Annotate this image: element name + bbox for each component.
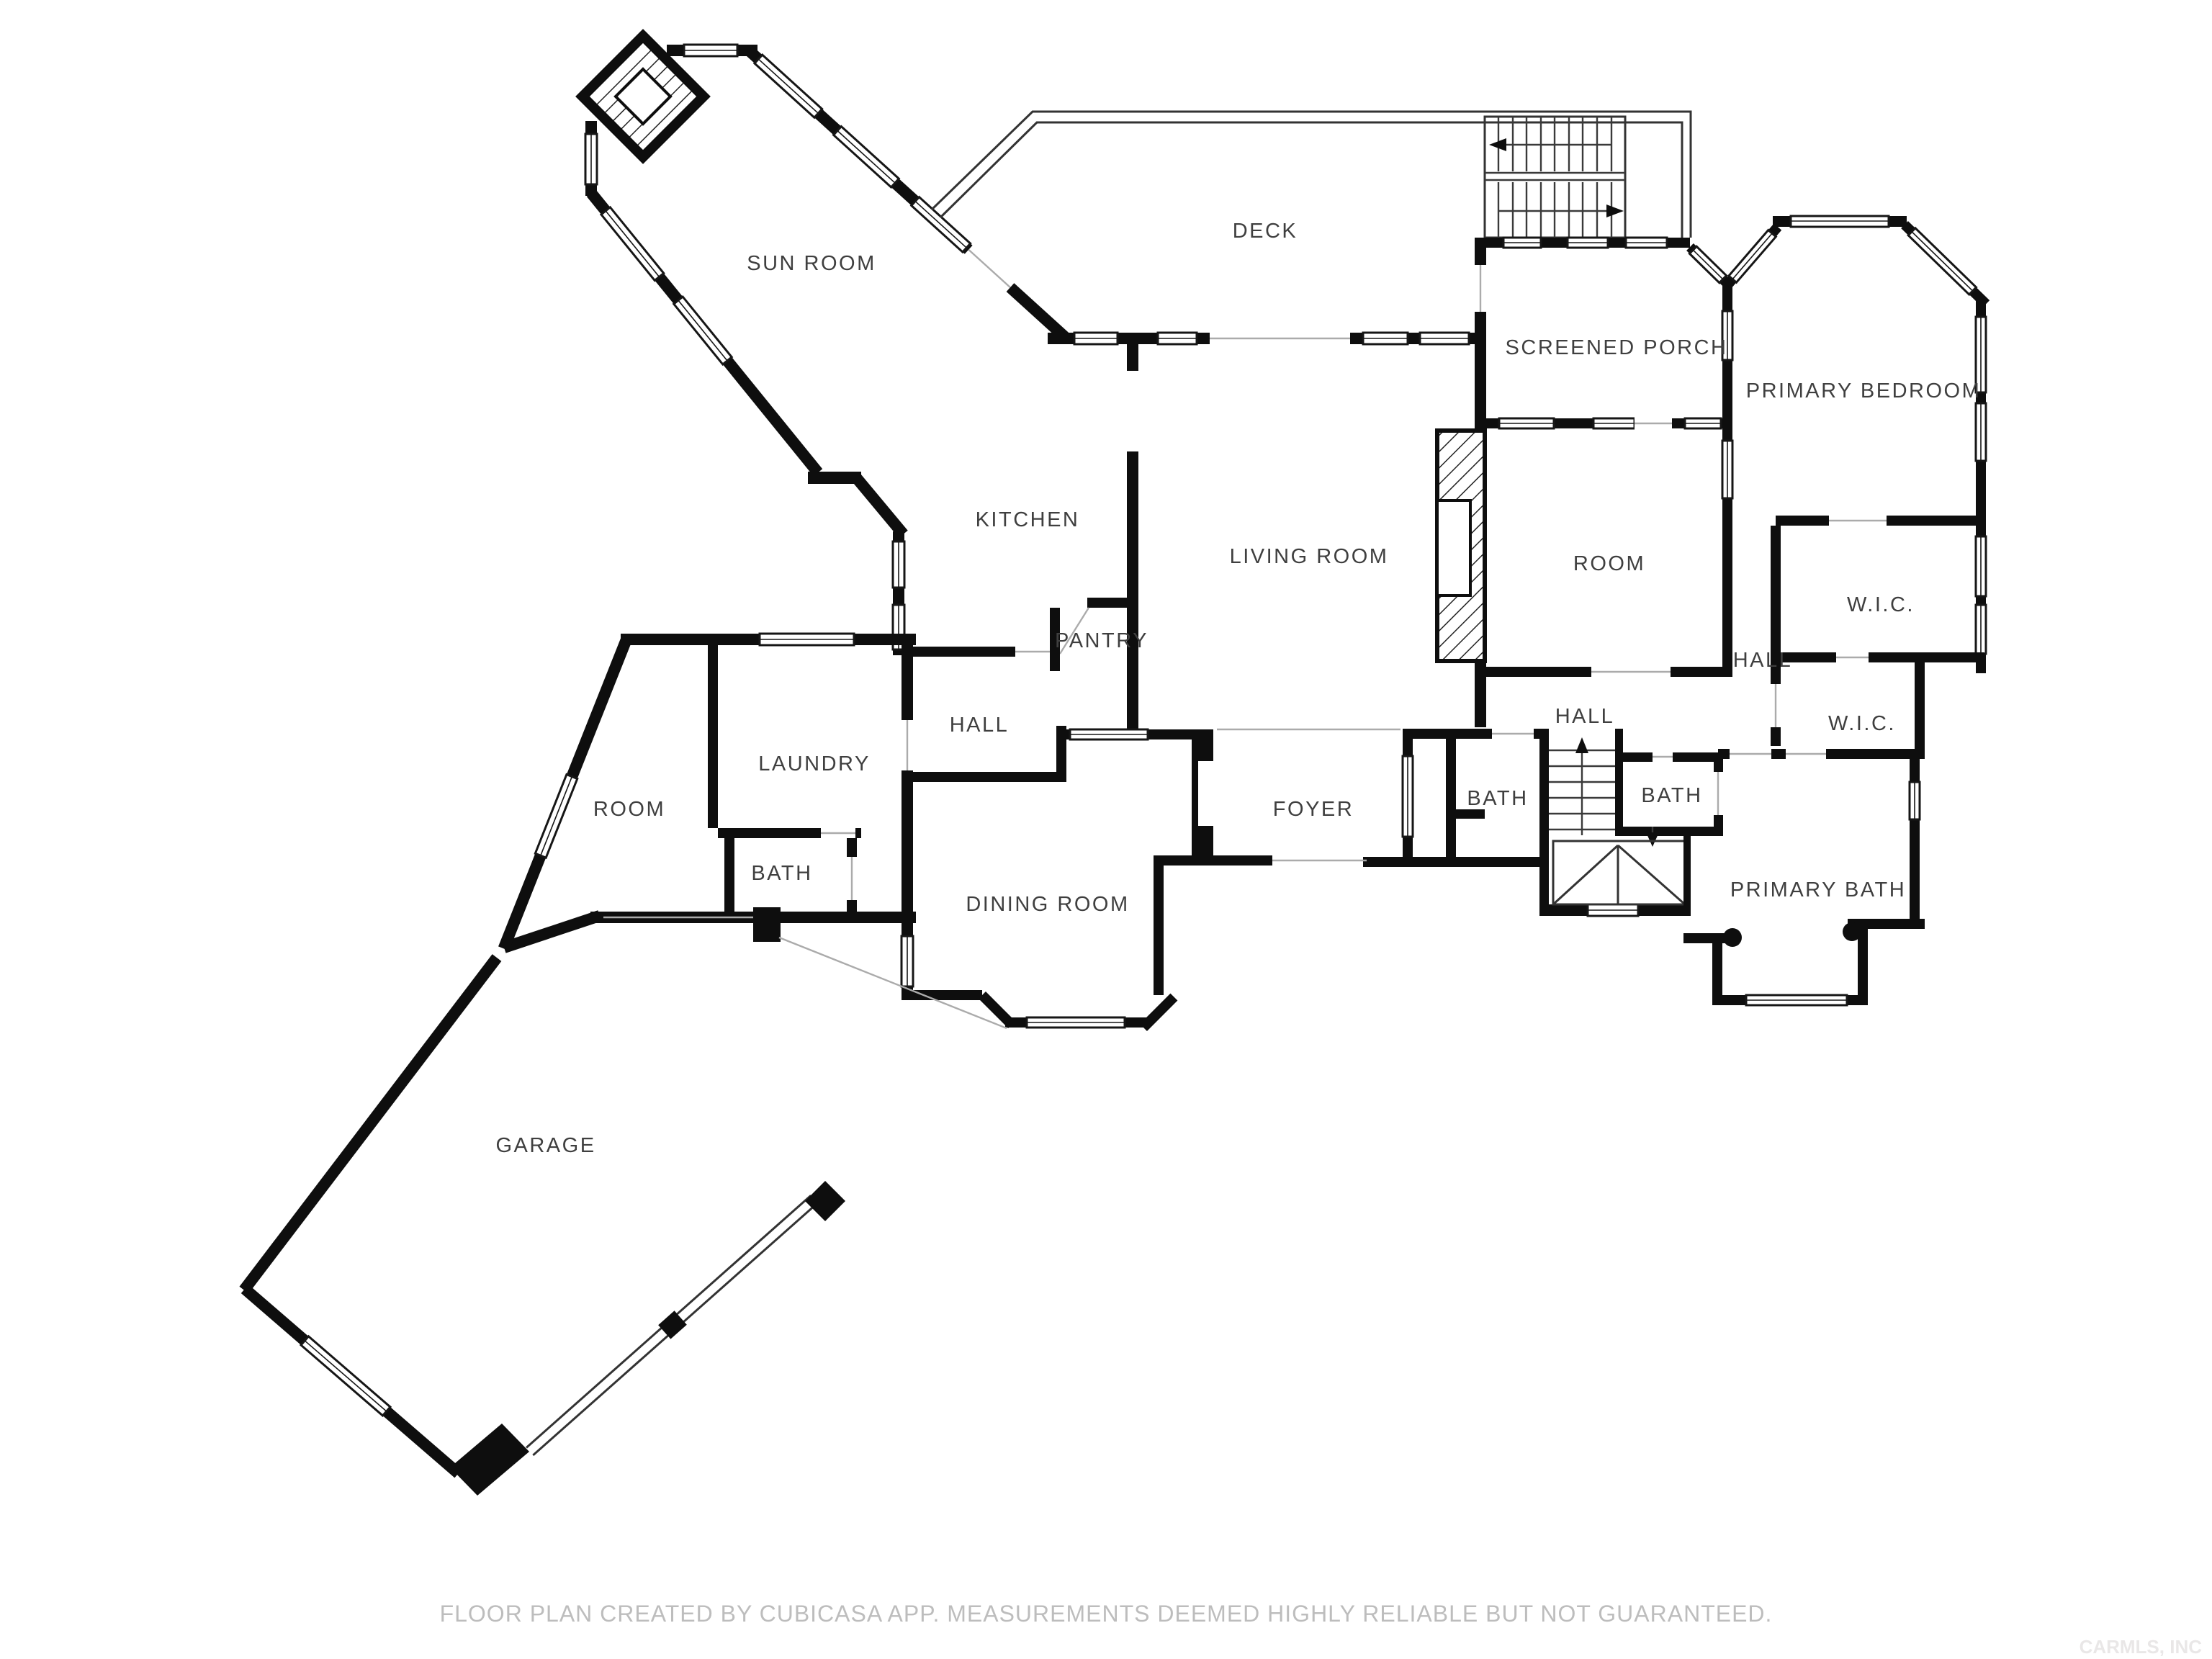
room-label-primary-bedroom: PRIMARY BEDROOM	[1746, 379, 1981, 403]
garage-walls	[239, 907, 1007, 1496]
room-label-garage: GARAGE	[495, 1134, 595, 1157]
deck-stairs-arrow-left-icon	[1489, 138, 1506, 151]
wic-hall-walls	[1485, 526, 1984, 760]
pantry-hall-walls	[902, 598, 1138, 671]
deck-stairs-arrow-right-icon	[1606, 204, 1624, 217]
left-block-walls	[498, 632, 916, 953]
room-label-pantry: PANTRY	[1055, 629, 1148, 652]
room-label-hall-right: HALL	[1733, 649, 1793, 672]
center-baths-stairs-walls	[1363, 727, 1784, 917]
room-label-kitchen: KITCHEN	[976, 508, 1080, 531]
room-label-dining-room: DINING ROOM	[966, 893, 1129, 916]
screened-porch-walls	[1481, 236, 1732, 430]
stairs-up-arrow-icon	[1575, 737, 1588, 753]
stairs-down-arrow-icon	[1646, 832, 1659, 847]
deck-stairs	[1483, 115, 1627, 239]
kitchen-living-top-wall	[1048, 331, 1485, 346]
room-label-laundry: LAUNDRY	[758, 752, 871, 775]
bath-column-dot-icon	[1843, 922, 1861, 941]
room-label-deck: DECK	[1233, 220, 1298, 243]
watermark: CARMLS, INC	[2080, 1636, 2203, 1658]
garage-doors	[526, 1195, 819, 1457]
bath-column-dot-icon	[1723, 928, 1742, 947]
room-label-bath-left: BATH	[751, 862, 812, 885]
foyer-dining-walls	[900, 726, 1401, 1031]
room-label-bath-mid-right: BATH	[1641, 784, 1702, 807]
sun-room-fireplace-icon	[575, 29, 711, 164]
core-walls	[1127, 238, 1486, 729]
living-room-fireplace-icon	[1435, 428, 1487, 663]
room-label-hall-mid: HALL	[1555, 705, 1615, 728]
room-label-room-right: ROOM	[1573, 552, 1645, 575]
room-label-primary-bath: PRIMARY BATH	[1730, 878, 1906, 902]
room-label-foyer: FOYER	[1273, 798, 1354, 821]
room-label-hall-center: HALL	[950, 714, 1010, 737]
interior-stairs-down	[1552, 827, 1686, 906]
room-label-room-left: ROOM	[593, 798, 665, 821]
sun-room-walls	[584, 43, 1069, 655]
room-label-wic-lower: W.I.C.	[1828, 712, 1896, 735]
interior-stairs-up	[1549, 737, 1615, 835]
room-label-bath-mid-left: BATH	[1467, 787, 1528, 810]
deck-outline	[930, 110, 1692, 238]
room-label-screened-porch: SCREENED PORCH	[1506, 336, 1728, 359]
room-label-living-room: LIVING ROOM	[1230, 545, 1389, 568]
room-label-sun-room: SUN ROOM	[747, 252, 876, 275]
room-label-wic-upper: W.I.C.	[1847, 593, 1915, 616]
room-labels: SUN ROOM DECK SCREENED PORCH PRIMARY BED…	[495, 220, 1981, 1157]
primary-bath-walls	[1683, 756, 1925, 1007]
footer-disclaimer: FLOOR PLAN CREATED BY CUBICASA APP. MEAS…	[440, 1601, 1773, 1627]
primary-bedroom-walls	[1721, 215, 1990, 677]
